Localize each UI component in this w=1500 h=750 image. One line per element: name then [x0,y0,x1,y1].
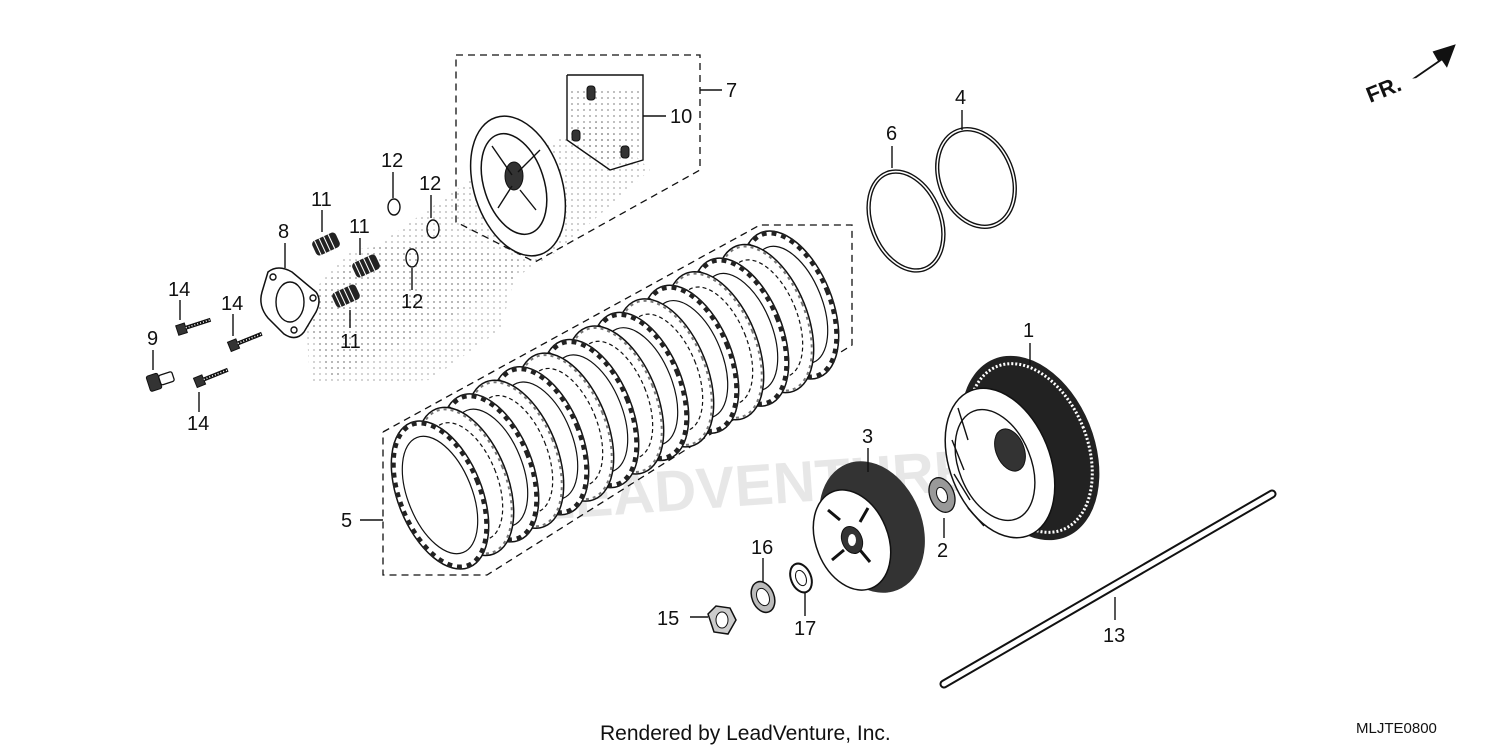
part-10-pin-b [571,129,581,142]
part-8-lifter-plate [260,267,320,339]
callout-8: 8 [278,221,289,243]
callout-11-b: 11 [349,216,370,238]
clutch-plate [390,420,490,570]
callout-2: 2 [937,540,948,562]
callout-15: 15 [657,608,679,630]
callout-14-a: 14 [168,279,190,301]
callout-3: 3 [862,426,873,448]
footer-credit: Rendered by LeadVenture, Inc. [600,722,891,745]
part-5-dashed-border [382,224,853,576]
callout-10: 10 [670,106,692,128]
callout-13: 13 [1103,625,1125,647]
part-9-bolt [145,371,175,392]
callout-14-c: 14 [187,413,209,435]
part-2-thrust-washer [928,477,956,513]
part-10-pin-c [620,145,630,159]
front-direction-label: FR. [1363,71,1405,107]
callout-9: 9 [147,328,158,350]
callout-12-a: 12 [381,150,403,172]
part-7-dashed-border [455,54,701,263]
callout-17: 17 [794,618,816,640]
part-1-clutch-outer [944,355,1100,541]
callout-7: 7 [726,80,737,102]
part-16-lock-washer [750,580,776,614]
callout-11-a: 11 [311,189,332,211]
callout-1: 1 [1023,320,1034,342]
callout-5: 5 [341,510,352,532]
front-direction-indicator: FR. [1363,44,1456,108]
callout-16: 16 [751,537,773,559]
part-6-o-ring [866,169,946,273]
callout-14-b: 14 [221,293,243,315]
part-3-clutch-center [812,461,925,593]
part-15-lock-nut [707,605,737,635]
part-13-push-rod [939,489,1277,689]
callout-labels: 1 2 3 4 5 6 7 8 9 10 11 11 11 12 12 12 1… [147,80,1125,647]
callout-6: 6 [886,123,897,145]
part-17-washer [789,562,813,594]
callout-12-b: 12 [419,173,441,195]
callout-4: 4 [955,87,966,109]
part-4-o-ring [935,127,1017,229]
callout-12-c: 12 [401,291,423,313]
part-14-bolts [175,317,263,389]
part-12-washers [387,198,440,268]
front-arrow-icon [1412,44,1456,79]
diagram-code: MLJTE0800 [1356,720,1437,737]
callout-11-c: 11 [340,331,361,353]
part-5-clutch-plate-stack [360,224,853,576]
part-11-clutch-springs [312,232,380,308]
part-10-bracket [566,74,644,171]
part-10-pin-a [586,85,596,101]
leader-lines [152,110,1116,620]
